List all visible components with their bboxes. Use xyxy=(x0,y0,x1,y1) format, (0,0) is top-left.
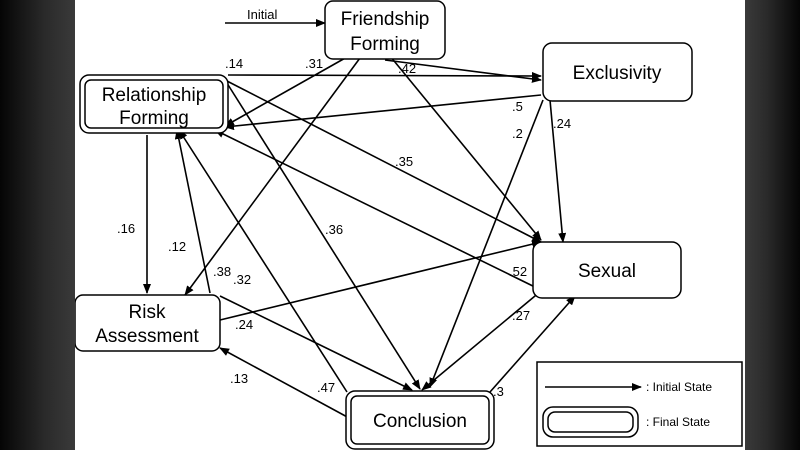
label-sex-rel: .52 xyxy=(509,264,527,279)
edge-exclusivity-conclusion xyxy=(429,99,544,388)
label-risk-con: .24 xyxy=(235,317,253,332)
edge-conclusion-risk xyxy=(219,347,363,426)
edge-relationship-sexual xyxy=(224,79,542,243)
legend-final-text: : Final State xyxy=(646,415,710,429)
label-risk-rel: .38 xyxy=(213,264,231,279)
right-background xyxy=(745,0,800,450)
label-sex-con: .27 xyxy=(512,308,530,323)
label-con-sex: .3 xyxy=(493,384,504,399)
edge-labels: .31 .42 .14 .5 .2 .24 .35 .36 .16 .12 .3… xyxy=(117,56,571,399)
diagram-canvas: .31 .42 .14 .5 .2 .24 .35 .36 .16 .12 .3… xyxy=(75,0,745,450)
initial-label: Initial xyxy=(247,7,277,22)
label-fr-risk: .12 xyxy=(168,239,186,254)
edge-friendship-risk xyxy=(184,57,361,296)
edge-friendship-sexual xyxy=(389,55,542,241)
node-sexual-label: Sexual xyxy=(578,261,636,282)
label-risk-sex: .32 xyxy=(233,272,251,287)
label-fr-rel: .31 xyxy=(305,56,323,71)
node-risk-line2: Assessment xyxy=(95,326,199,347)
edge-exclusivity-sexual xyxy=(549,99,567,243)
node-relationship-line2: Forming xyxy=(119,108,189,129)
node-risk-assessment: Risk Assessment xyxy=(75,294,221,352)
legend: : Initial State : Final State xyxy=(536,361,743,447)
label-con-rel: .47 xyxy=(317,380,335,395)
node-conclusion-label: Conclusion xyxy=(373,411,467,432)
label-rel-sex: .35 xyxy=(395,154,413,169)
edge-relationship-conclusion xyxy=(224,79,421,390)
node-risk-line1: Risk xyxy=(129,302,166,323)
label-rel-exc: .14 xyxy=(225,56,243,71)
label-rel-con: .36 xyxy=(325,222,343,237)
edge-risk-sexual xyxy=(219,240,542,321)
label-con-risk: .13 xyxy=(230,371,248,386)
label-rel-risk: .16 xyxy=(117,221,135,236)
node-exclusivity-label: Exclusivity xyxy=(573,63,662,84)
edge-relationship-exclusivity xyxy=(227,71,542,80)
node-friendship-line2: Forming xyxy=(350,34,420,55)
node-conclusion: Conclusion xyxy=(345,390,495,450)
edge-conclusion-relationship xyxy=(178,129,348,393)
edges xyxy=(143,19,576,426)
legend-final-inner xyxy=(547,411,634,433)
edge-sexual-relationship xyxy=(214,129,542,291)
state-diagram: .31 .42 .14 .5 .2 .24 .35 .36 .16 .12 .3… xyxy=(75,0,743,450)
legend-initial-text: : Initial State xyxy=(646,380,712,394)
node-exclusivity: Exclusivity xyxy=(542,42,693,102)
label-exc-con: .2 xyxy=(512,126,523,141)
node-relationship-forming: Relationship Forming xyxy=(79,74,229,134)
edge-risk-relationship xyxy=(174,129,211,294)
node-friendship-forming: Friendship Forming xyxy=(324,0,446,60)
node-friendship-line1: Friendship xyxy=(341,9,430,30)
edge-conclusion-sexual xyxy=(489,295,576,393)
node-sexual: Sexual xyxy=(532,241,682,299)
label-exc-sex: .24 xyxy=(553,116,571,131)
label-exc-rel: .5 xyxy=(512,99,523,114)
left-background xyxy=(0,0,75,450)
edge-friendship-relationship xyxy=(224,56,348,127)
edge-exclusivity-relationship xyxy=(224,94,542,131)
node-relationship-line1: Relationship xyxy=(102,85,207,106)
label-fr-exc: .42 xyxy=(398,61,416,76)
edge-sexual-conclusion xyxy=(421,290,542,391)
